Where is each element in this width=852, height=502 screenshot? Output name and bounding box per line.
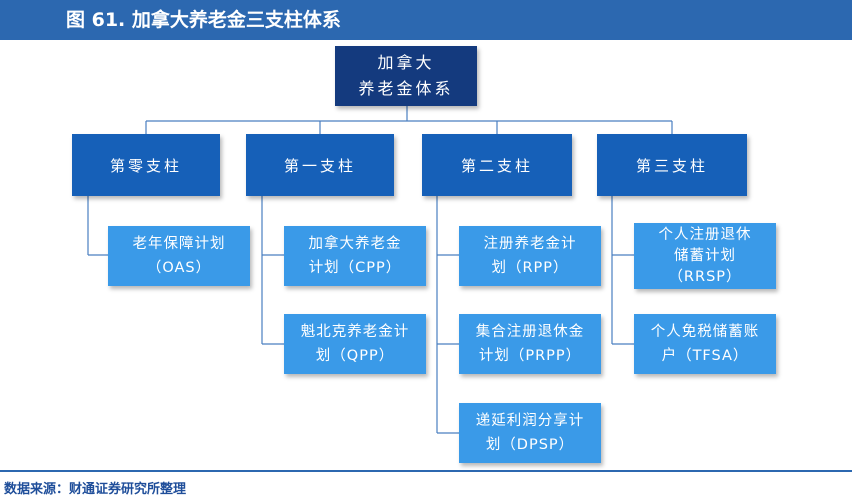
leaf-dpsp: 递延利润分享计 划（DPSP） [459,403,601,463]
leaf-oas: 老年保障计划 （OAS） [108,226,250,286]
leaf-tfsa-line2: 户（TFSA） [661,348,749,364]
pillar-first-label: 第一支柱 [283,156,356,175]
figure-title: 图 61. 加拿大养老金三支柱体系 [66,9,341,31]
leaf-dpsp-line2: 划（DPSP） [485,437,575,453]
pillar-zero: 第零支柱 [72,134,220,196]
leaf-oas-line1: 老年保障计划 [132,236,226,252]
pillar-first: 第一支柱 [246,134,394,196]
leaf-qpp: 魁北克养老金计 划（QPP） [284,314,426,374]
pillar-second-label: 第二支柱 [460,156,533,175]
title-bar: 图 61. 加拿大养老金三支柱体系 [0,0,852,40]
pillar-third-label: 第三支柱 [635,156,708,175]
root-node: 加拿大 养老金体系 [335,46,477,106]
root-label-line1: 加拿大 [377,53,435,72]
footer-divider [0,470,852,472]
leaf-prpp: 集合注册退休金 计划（PRPP） [459,314,601,374]
leaf-qpp-line2: 划（QPP） [315,348,395,364]
pillar-zero-label: 第零支柱 [109,156,182,175]
pillar-second: 第二支柱 [422,134,572,196]
pillar-third: 第三支柱 [597,134,747,196]
root-label-line2: 养老金体系 [358,79,454,98]
leaf-cpp: 加拿大养老金 计划（CPP） [284,226,426,286]
leaf-rpp-line2: 划（RPP） [491,260,569,276]
leaf-rpp-line1: 注册养老金计 [483,236,577,252]
leaf-prpp-line2: 计划（PRPP） [478,348,582,364]
leaf-tfsa-line1: 个人免税储蓄账 [650,324,760,340]
leaf-dpsp-line1: 递延利润分享计 [475,413,585,429]
leaf-cpp-line1: 加拿大养老金 [308,236,402,252]
leaf-oas-line2: （OAS） [146,260,212,276]
leaf-cpp-line2: 计划（CPP） [308,260,402,276]
leaf-rrsp: 个人注册退休 储蓄计划 （RRSP） [634,223,776,289]
leaf-rrsp-line1: 个人注册退休 [658,226,752,243]
leaf-rpp: 注册养老金计 划（RPP） [459,226,601,286]
leaf-qpp-line1: 魁北克养老金计 [300,324,410,340]
source-note: 数据来源：财通证券研究所整理 [4,482,187,497]
leaf-rrsp-line3: （RRSP） [668,268,742,285]
leaf-prpp-line1: 集合注册退休金 [475,324,585,340]
leaf-rrsp-line2: 储蓄计划 [674,247,736,264]
leaf-tfsa: 个人免税储蓄账 户（TFSA） [634,314,776,374]
